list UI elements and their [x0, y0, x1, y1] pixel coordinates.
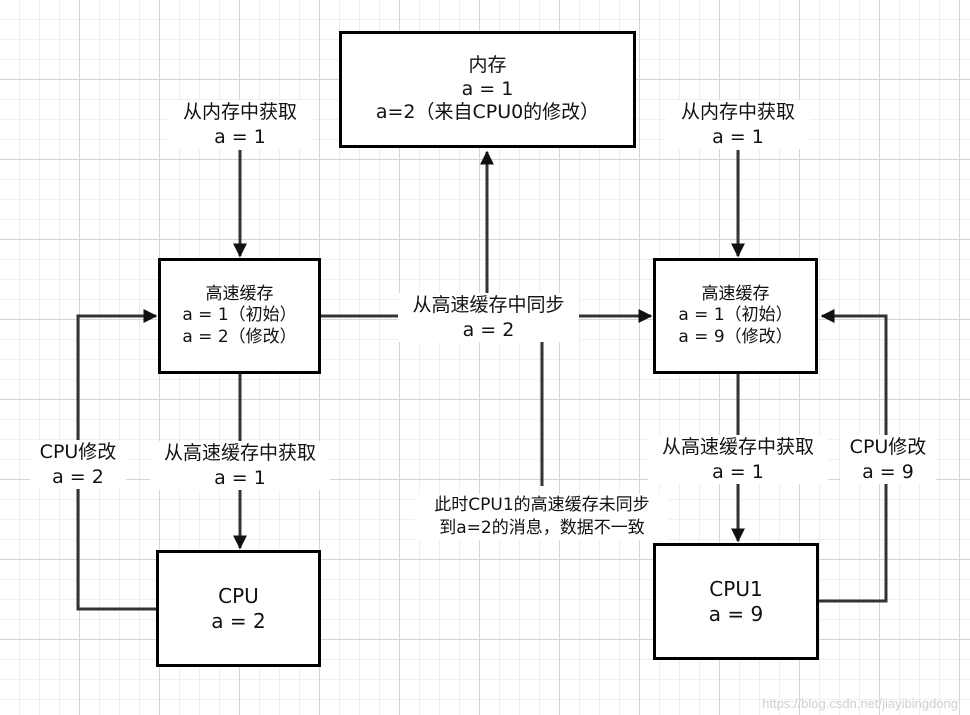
cache-left-title: 高速缓存 — [205, 284, 274, 305]
memory-value-2: a=2（来自CPU0的修改） — [375, 101, 600, 124]
label-text: CPU修改 — [39, 441, 117, 463]
cache-left-value-1: a = 1（初始） — [182, 305, 297, 326]
label-fetch-memory-left: 从内存中获取 a = 1 — [168, 100, 312, 150]
memory-value-1: a = 1 — [461, 77, 514, 100]
label-value: a = 1 — [712, 460, 764, 483]
note-text-2: 到a=2的消息，数据不一致 — [439, 517, 645, 538]
label-text: 从高速缓存中同步 — [412, 294, 565, 316]
label-sync-cache: 从高速缓存中同步 a = 2 — [398, 293, 579, 343]
cpu-right-title: CPU1 — [709, 576, 763, 601]
arrow-left-cache-sync-memory — [320, 150, 494, 318]
label-text: 从高速缓存中获取 — [661, 436, 814, 458]
note-text-1: 此时CPU1的高速缓存未同步 — [434, 495, 650, 515]
cache-box-left: 高速缓存 a = 1（初始） a = 2（修改） — [158, 258, 321, 374]
label-value: a = 1 — [214, 125, 266, 148]
label-fetch-cache-left: 从高速缓存中获取 a = 1 — [150, 441, 330, 491]
cpu-box-left: CPU a = 2 — [156, 550, 321, 667]
label-fetch-memory-right: 从内存中获取 a = 1 — [666, 100, 810, 150]
cpu-right-value: a = 9 — [708, 601, 764, 626]
label-text: 从内存中获取 — [680, 101, 795, 123]
label-value: a = 2 — [52, 465, 104, 488]
cache-box-right: 高速缓存 a = 1（初始） a = 9（修改） — [653, 258, 818, 374]
memory-box: 内存 a = 1 a=2（来自CPU0的修改） — [339, 31, 636, 148]
cache-right-value-1: a = 1（初始） — [678, 305, 793, 326]
label-text: CPU修改 — [849, 436, 927, 458]
memory-title: 内存 — [468, 53, 507, 76]
cache-right-title: 高速缓存 — [701, 284, 770, 305]
cpu-left-title: CPU — [218, 583, 259, 608]
label-value: a = 1 — [712, 125, 764, 148]
cpu-box-right: CPU1 a = 9 — [653, 543, 819, 660]
cache-right-value-2: a = 9（修改） — [678, 326, 793, 347]
label-text: 从高速缓存中获取 — [163, 442, 316, 464]
cpu-left-value: a = 2 — [211, 608, 266, 633]
label-cpu-modify-right: CPU修改 a = 9 — [840, 435, 936, 485]
label-value: a = 2 — [462, 318, 515, 341]
label-text: 从内存中获取 — [182, 101, 297, 123]
label-value: a = 9 — [862, 460, 914, 483]
cache-left-value-2: a = 2（修改） — [182, 326, 297, 347]
watermark: https://blog.csdn.net/jiayibingdong — [762, 696, 958, 711]
label-cpu-modify-left: CPU修改 a = 2 — [30, 440, 126, 490]
label-fetch-cache-right: 从高速缓存中获取 a = 1 — [648, 435, 828, 485]
label-value: a = 1 — [214, 466, 266, 489]
label-inconsistency-note: 此时CPU1的高速缓存未同步 到a=2的消息，数据不一致 — [415, 494, 669, 540]
